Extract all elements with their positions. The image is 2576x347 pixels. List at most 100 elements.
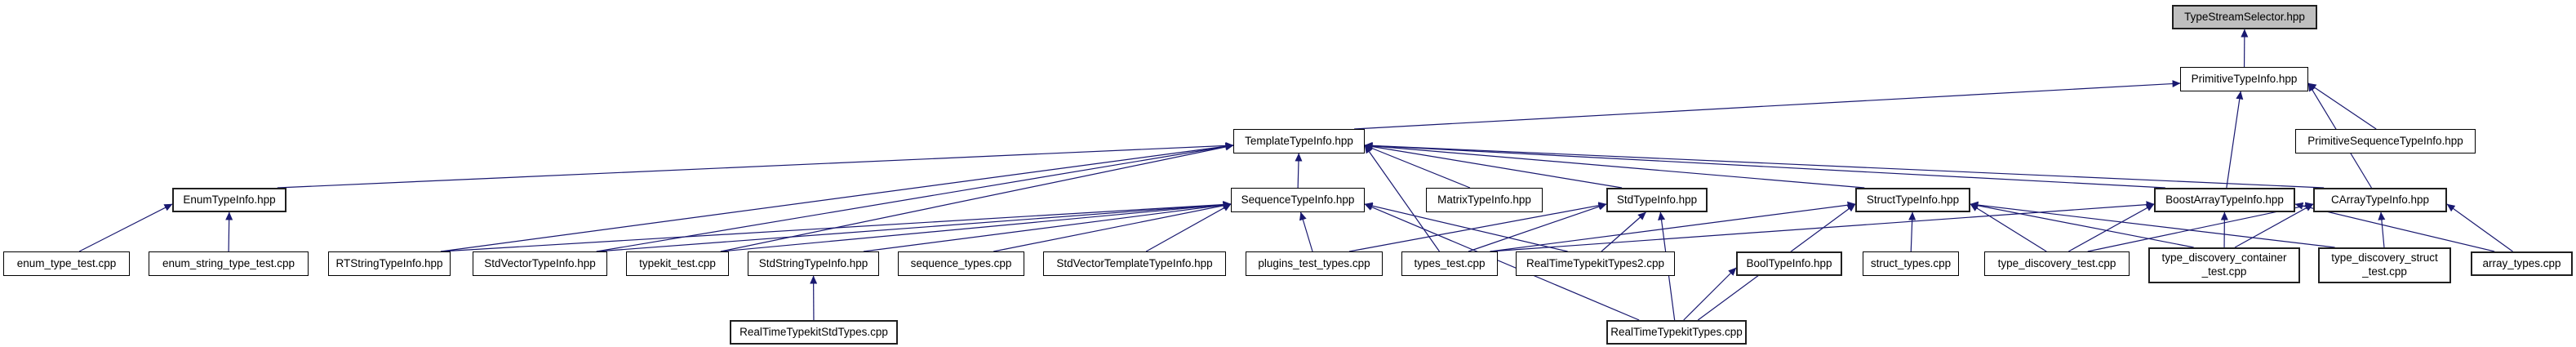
graph-node-label: PrimitiveTypeInfo.hpp [2191,72,2298,85]
graph-node-plugins_test_types[interactable]: plugins_test_types.cpp [1246,251,1383,276]
graph-node-boostarraytypeinfo[interactable]: BoostArrayTypeInfo.hpp [2154,188,2295,212]
graph-edge-rtt_typekit_types2-to-stdtypeinfo [1601,211,1646,252]
graph-edge-types_test-to-boostarraytypeinfo [1490,201,2155,252]
graph-node-type_discovery_test[interactable]: type_discovery_test.cpp [1984,251,2130,276]
graph-node-label: TypeStreamSelector.hpp [2184,10,2305,23]
graph-edge-td_struct_test-to-carraytypeinfo [2378,211,2386,248]
graph-node-typekit_test[interactable]: typekit_test.cpp [626,251,729,276]
graph-node-label: PrimitiveSequenceTypeInfo.hpp [2307,134,2463,147]
graph-edge-struct_types-to-structtypeinfo [1908,211,1916,252]
graph-node-rtt_typekit_types2[interactable]: RealTimeTypekitTypes2.cpp [1516,251,1675,276]
graph-node-label: StdStringTypeInfo.hpp [758,256,868,269]
graph-edge-array_types-to-carraytypeinfo [2446,203,2513,252]
graph-edge-structtypeinfo-to-templatetypeinfo [1364,142,1865,189]
graph-node-label: MatrixTypeInfo.hpp [1437,193,1531,206]
graph-edge-stdvectortemplate-to-sequencetypeinfo [1145,203,1232,252]
graph-node-types_test[interactable]: types_test.cpp [1401,251,1498,276]
graph-node-label: RealTimeTypekitTypes2.cpp [1526,256,1665,269]
graph-node-label: _test.cpp [2201,265,2247,278]
graph-node-label: typekit_test.cpp [639,256,716,269]
graph-node-label: EnumTypeInfo.hpp [183,193,276,206]
graph-edge-rtstringtypeinfo-to-templatetypeinfo [440,142,1234,252]
graph-node-label: TemplateTypeInfo.hpp [1245,134,1353,147]
graph-node-label: SequenceTypeInfo.hpp [1241,193,1355,206]
graph-node-enum_string_test[interactable]: enum_string_type_test.cpp [149,251,309,276]
graph-node-rtt_typekit_std[interactable]: RealTimeTypekitStdTypes.cpp [730,320,898,345]
graph-edge-stdvectortypeinfo-to-templatetypeinfo [596,143,1234,252]
graph-node-label: BoostArrayTypeInfo.hpp [2165,193,2284,206]
graph-node-label: sequence_types.cpp [910,256,1012,269]
graph-node-struct_types[interactable]: struct_types.cpp [1863,251,1959,276]
graph-edge-rtt_typekit_types2-to-sequencetypeinfo [1364,202,1568,252]
graph-edge-type_discovery_test-to-structtypeinfo [1970,203,2047,252]
graph-node-stdtypeinfo[interactable]: StdTypeInfo.hpp [1606,188,1708,212]
graph-node-array_types[interactable]: array_types.cpp [2471,251,2573,276]
graph-node-stdstringtypeinfo[interactable]: StdStringTypeInfo.hpp [748,251,879,276]
graph-edge-matrixtypeinfo-to-templatetypeinfo [1364,145,1471,189]
graph-node-typestreamselector[interactable]: TypeStreamSelector.hpp [2172,5,2317,29]
graph-node-label: StdTypeInfo.hpp [1616,193,1698,206]
graph-node-label: types_test.cpp [1414,256,1486,269]
graph-edge-types_test-to-structtypeinfo [1490,201,1856,252]
graph-node-rtt_typekit_types[interactable]: RealTimeTypekitTypes.cpp [1606,320,1747,345]
graph-edge-templatetypeinfo-to-primitivetypeinfo [1354,80,2181,130]
graph-edge-rtstringtypeinfo-to-sequencetypeinfo [440,201,1232,252]
graph-edge-plugins_test_types-to-stdtypeinfo [1348,202,1607,252]
graph-node-label: StructTypeInfo.hpp [1866,193,1960,206]
graph-edge-stdstringtypeinfo-to-sequencetypeinfo [863,201,1232,252]
graph-edge-boostarraytypeinfo-to-templatetypeinfo [1364,142,2165,189]
graph-node-structtypeinfo[interactable]: StructTypeInfo.hpp [1855,188,1970,212]
graph-node-label: CArrayTypeInfo.hpp [2330,193,2430,206]
graph-node-primitivesequence[interactable]: PrimitiveSequenceTypeInfo.hpp [2295,129,2476,153]
graph-node-label: BoolTypeInfo.hpp [1746,256,1832,269]
graph-node-label: StdVectorTemplateTypeInfo.hpp [1056,256,1213,269]
graph-node-rtstringtypeinfo[interactable]: RTStringTypeInfo.hpp [328,251,451,276]
graph-node-sequencetypeinfo[interactable]: SequenceTypeInfo.hpp [1231,188,1365,212]
graph-edge-stdvectortypeinfo-to-sequencetypeinfo [596,201,1232,252]
graph-node-carraytypeinfo[interactable]: CArrayTypeInfo.hpp [2313,188,2447,212]
graph-node-label: enum_string_type_test.cpp [162,256,295,269]
graph-node-enumtypeinfo[interactable]: EnumTypeInfo.hpp [172,188,286,212]
graph-edge-stdtypeinfo-to-templatetypeinfo [1364,143,1623,189]
graph-node-label: plugins_test_types.cpp [1258,256,1370,269]
graph-node-stdvectortemplate[interactable]: StdVectorTemplateTypeInfo.hpp [1043,251,1226,276]
graph-node-booltypeinfo[interactable]: BoolTypeInfo.hpp [1736,251,1842,276]
graph-node-label: RealTimeTypekitTypes.cpp [1610,325,1743,338]
graph-edge-sequencetypeinfo-to-templatetypeinfo [1295,153,1303,189]
graph-edge-plugins_test_types-to-sequencetypeinfo [1299,211,1313,252]
graph-edge-typekit_test-to-sequencetypeinfo [720,201,1232,252]
graph-edge-types_test-to-templatetypeinfo [1364,145,1441,252]
graph-edge-boostarraytypeinfo-to-primitivetypeinfo [2226,91,2244,189]
graph-node-label: RealTimeTypekitStdTypes.cpp [739,325,888,338]
graph-node-matrixtypeinfo[interactable]: MatrixTypeInfo.hpp [1426,188,1543,212]
graph-node-td_container_test[interactable]: type_discovery_container_test.cpp [2148,247,2300,283]
graph-node-label: type_discovery_struct [2331,251,2438,265]
graph-node-label: enum_type_test.cpp [16,256,117,269]
graph-node-label: type_discovery_test.cpp [1997,256,2116,269]
graph-node-label: StdVectorTypeInfo.hpp [484,256,596,269]
graph-node-td_struct_test[interactable]: type_discovery_struct_test.cpp [2318,247,2451,283]
graph-edge-td_container_test-to-carraytypeinfo [2234,203,2314,248]
graph-edge-rtt_typekit_types-to-sequencetypeinfo [1364,203,1640,321]
graph-edge-sequence_types-to-sequencetypeinfo [993,202,1232,252]
graph-node-label: type_discovery_container [2161,251,2287,265]
graph-edge-enum_type_test-to-enumtypeinfo [78,203,173,252]
graph-node-label: _test.cpp [2362,265,2407,278]
graph-edge-typekit_test-to-templatetypeinfo [720,143,1234,252]
graph-edge-type_discovery_test-to-boostarraytypeinfo [2067,203,2155,252]
graph-edge-primitivesequence-to-primitivetypeinfo [2307,82,2377,130]
graph-edge-td_container_test-to-structtypeinfo [1970,202,2194,248]
graph-node-enum_type_test[interactable]: enum_type_test.cpp [3,251,130,276]
graph-edge-enumtypeinfo-to-templatetypeinfo [277,141,1234,189]
graph-node-label: RTStringTypeInfo.hpp [335,256,443,269]
graph-node-stdvectortypeinfo[interactable]: StdVectorTypeInfo.hpp [473,251,607,276]
graph-edge-rtt_typekit_types-to-booltypeinfo [1683,267,1737,321]
graph-node-primitivetypeinfo[interactable]: PrimitiveTypeInfo.hpp [2180,67,2308,91]
graph-edge-types_test-to-stdtypeinfo [1468,202,1607,252]
graph-node-templatetypeinfo[interactable]: TemplateTypeInfo.hpp [1233,129,1365,153]
graph-node-sequence_types[interactable]: sequence_types.cpp [898,251,1024,276]
graph-node-label: array_types.cpp [2482,256,2561,269]
graph-edge-carraytypeinfo-to-templatetypeinfo [1364,141,2325,189]
